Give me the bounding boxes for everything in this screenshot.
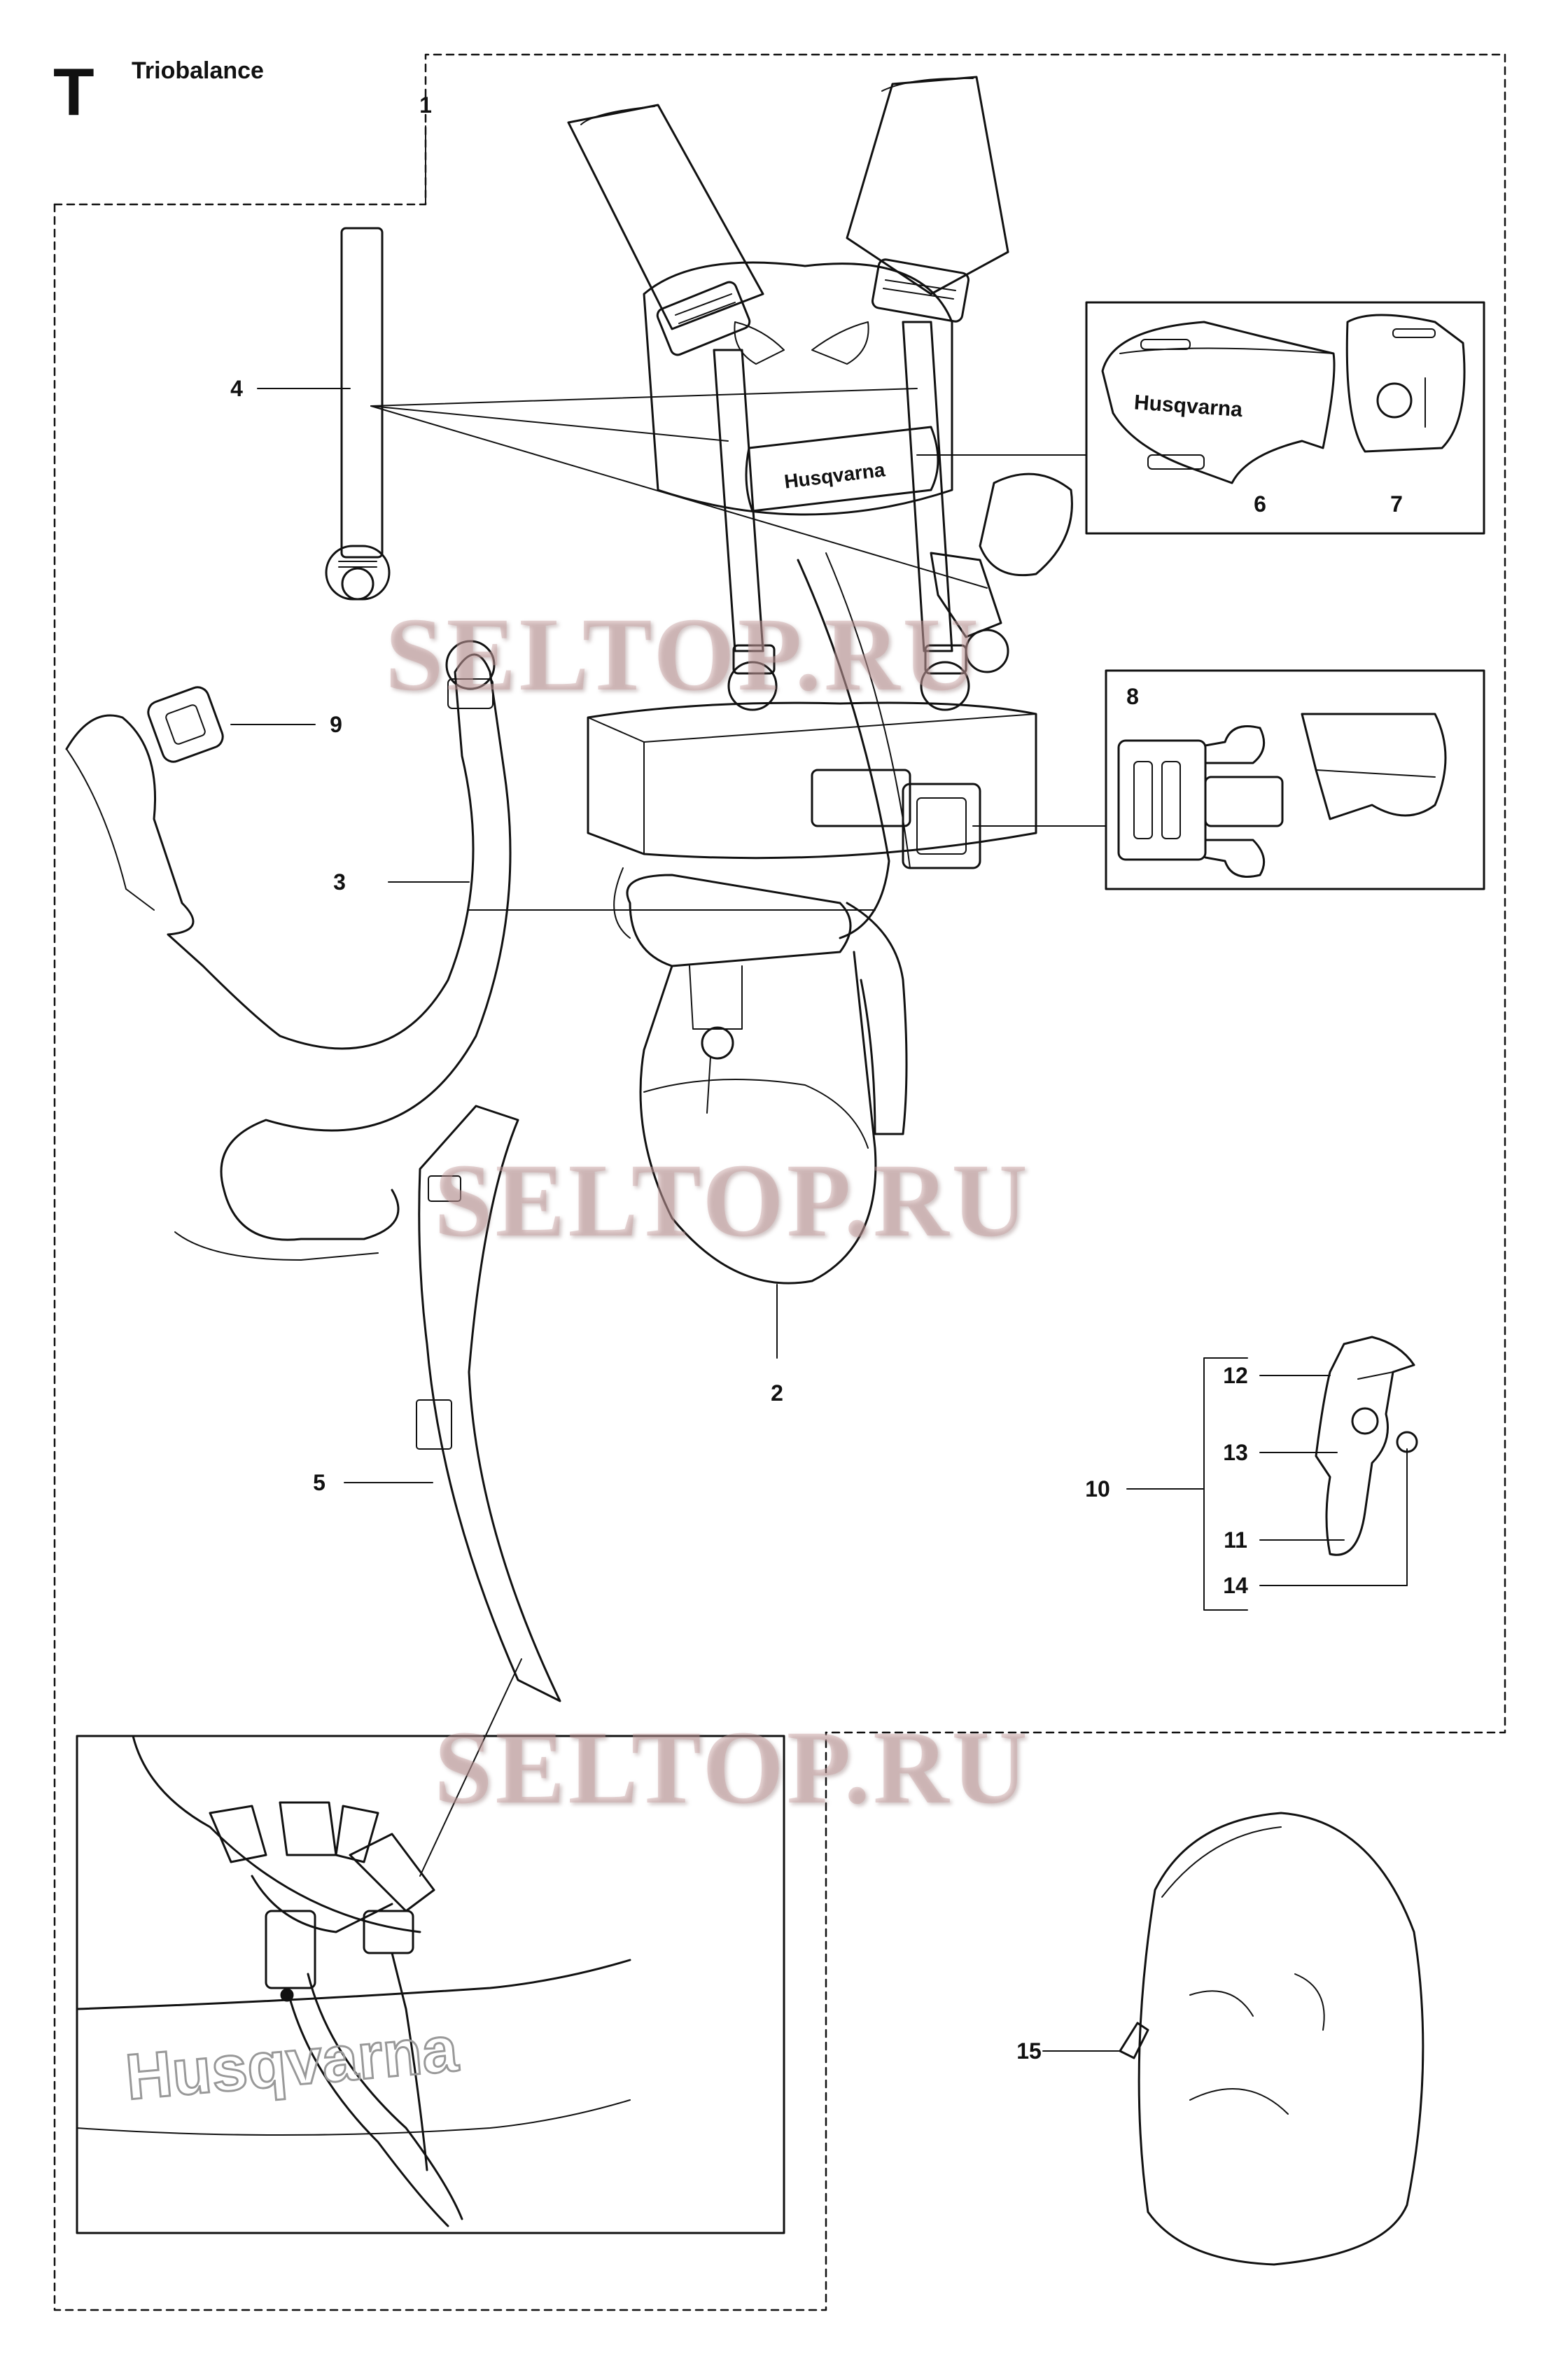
slide-9-part bbox=[147, 686, 224, 763]
hook-part bbox=[1315, 1336, 1418, 1556]
callout-12: 12 bbox=[1223, 1363, 1248, 1388]
callout-11: 11 bbox=[1224, 1527, 1247, 1553]
strap-long-part bbox=[65, 640, 512, 1261]
callout-9: 9 bbox=[330, 712, 342, 737]
strap-curved-part bbox=[416, 1105, 561, 1702]
callout-14: 14 bbox=[1223, 1573, 1248, 1598]
inset-8-frame bbox=[1105, 669, 1485, 890]
callout-15: 15 bbox=[1016, 2038, 1042, 2064]
buckle-male-part bbox=[1117, 725, 1284, 878]
watermark-middle: SELTOP.RU bbox=[434, 1142, 1030, 1259]
callout-5: 5 bbox=[313, 1470, 326, 1495]
callout-2: 2 bbox=[771, 1380, 783, 1406]
harness-assembly bbox=[567, 76, 1073, 1284]
callout-7: 7 bbox=[1390, 491, 1403, 517]
watermark-top: SELTOP.RU bbox=[385, 596, 981, 713]
harness-group-boundary bbox=[53, 53, 1506, 1734]
logo-detail-inset: Husqvarna bbox=[122, 2013, 461, 2113]
detail-harness-back bbox=[76, 1735, 631, 2227]
section-letter: T bbox=[53, 55, 94, 130]
logo-pad-6: Husqvarna bbox=[1133, 391, 1243, 421]
callout-1: 1 bbox=[419, 92, 432, 118]
callout-8: 8 bbox=[1126, 684, 1139, 709]
pad-6-part bbox=[1101, 321, 1336, 484]
section-title: Triobalance bbox=[132, 57, 264, 84]
harness-group-boundary-lower bbox=[53, 203, 827, 2311]
callout-13: 13 bbox=[1223, 1440, 1248, 1465]
slide-7-part bbox=[1345, 314, 1466, 453]
logo-chest: Husqvarna bbox=[783, 458, 887, 492]
callout-10: 10 bbox=[1085, 1476, 1110, 1502]
bracket-10 bbox=[1203, 1357, 1248, 1611]
buckle-female-part bbox=[1301, 713, 1447, 820]
callout-3: 3 bbox=[333, 869, 346, 895]
callout-4: 4 bbox=[230, 376, 243, 401]
detail-inset-frame bbox=[76, 1735, 785, 2234]
pouch-part bbox=[1119, 1812, 1424, 2266]
inset-6-7-frame bbox=[1085, 301, 1485, 535]
watermark-bottom: SELTOP.RU bbox=[434, 1709, 1030, 1826]
callout-6: 6 bbox=[1254, 491, 1266, 517]
strap-short-part bbox=[325, 227, 391, 601]
